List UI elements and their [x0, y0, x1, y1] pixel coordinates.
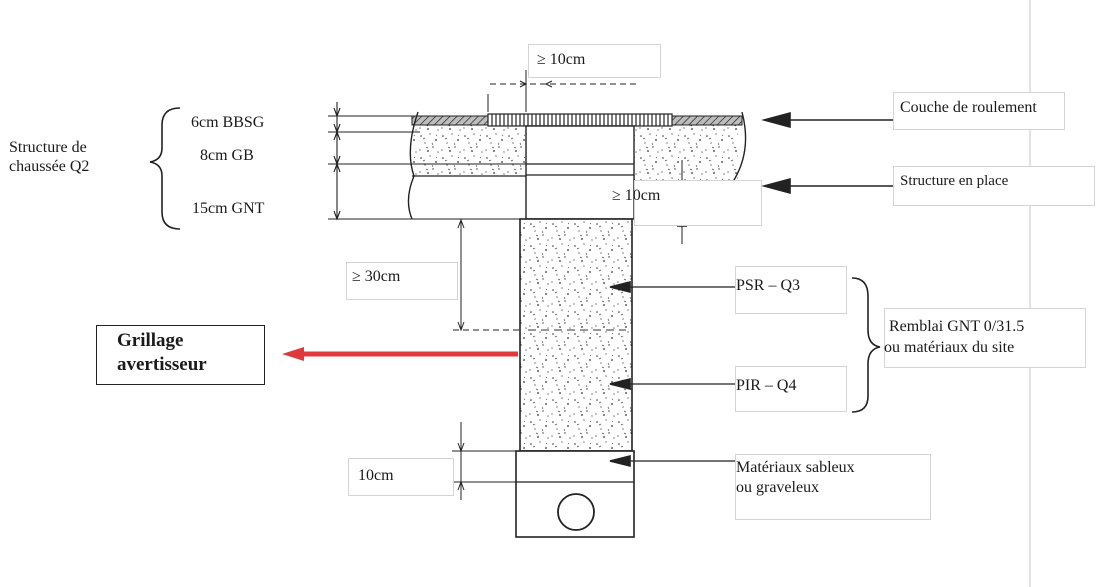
warning-mesh-label-line1: Grillage — [117, 330, 184, 351]
backfill-brace — [851, 277, 881, 413]
cover-dimension — [453, 218, 520, 332]
warning-mesh-arrow — [282, 347, 518, 361]
overlap-dimension — [487, 70, 640, 112]
backfill-label-line1: Remblai GNT 0/31.5 — [889, 318, 1025, 335]
surface-repair-strip — [487, 113, 673, 127]
warning-mesh-label-line2: avertisseur — [117, 354, 207, 375]
bedding-material-box — [735, 454, 931, 520]
surface-layer-label: Couche de roulement — [900, 99, 1037, 116]
pir-box — [735, 366, 847, 412]
layer-gb-label: 8cm GB — [200, 147, 254, 164]
psr-box — [735, 266, 847, 314]
cover-dimension-label: ≥ 30cm — [352, 268, 401, 285]
layer-thickness-dimension — [328, 102, 526, 221]
bedding-dimension-box — [348, 458, 454, 496]
bedding-dimension — [452, 422, 516, 500]
structure-brace — [149, 107, 181, 230]
bedding-material-line1: Matériaux sableux — [736, 459, 855, 476]
overlap-dimension-box — [528, 44, 661, 78]
bedding-material-line2: ou graveleux — [736, 479, 820, 496]
structure-label-line1: Structure de — [9, 139, 87, 156]
layer-gnt-label: 15cm GNT — [192, 200, 265, 217]
trench-backfill — [519, 218, 633, 452]
existing-structure-box — [893, 166, 1095, 206]
pipe — [557, 493, 595, 531]
side-dimension-label: ≥ 10cm — [612, 187, 661, 204]
surface-layer-box — [893, 92, 1065, 130]
bedding-dimension-label: 10cm — [358, 467, 394, 484]
existing-structure-label: Structure en place — [900, 173, 1009, 189]
layer-bbsg-label: 6cm BBSG — [191, 114, 265, 131]
road-structure-left — [407, 111, 527, 220]
psr-label: PSR – Q3 — [736, 277, 801, 294]
side-dimension-box — [634, 180, 762, 226]
callout-arrows — [609, 111, 893, 468]
pir-label: PIR – Q4 — [736, 377, 797, 394]
trench-bedding — [515, 450, 635, 538]
backfill-label-line2: ou matériaux du site — [884, 339, 1015, 356]
cover-dimension-box — [346, 262, 458, 300]
upper-trench-refill — [525, 125, 635, 220]
backfill-box — [884, 308, 1086, 368]
warning-mesh-box — [96, 325, 265, 385]
overlap-dimension-label: ≥ 10cm — [537, 51, 586, 68]
structure-label-line2: chaussée Q2 — [9, 158, 90, 175]
